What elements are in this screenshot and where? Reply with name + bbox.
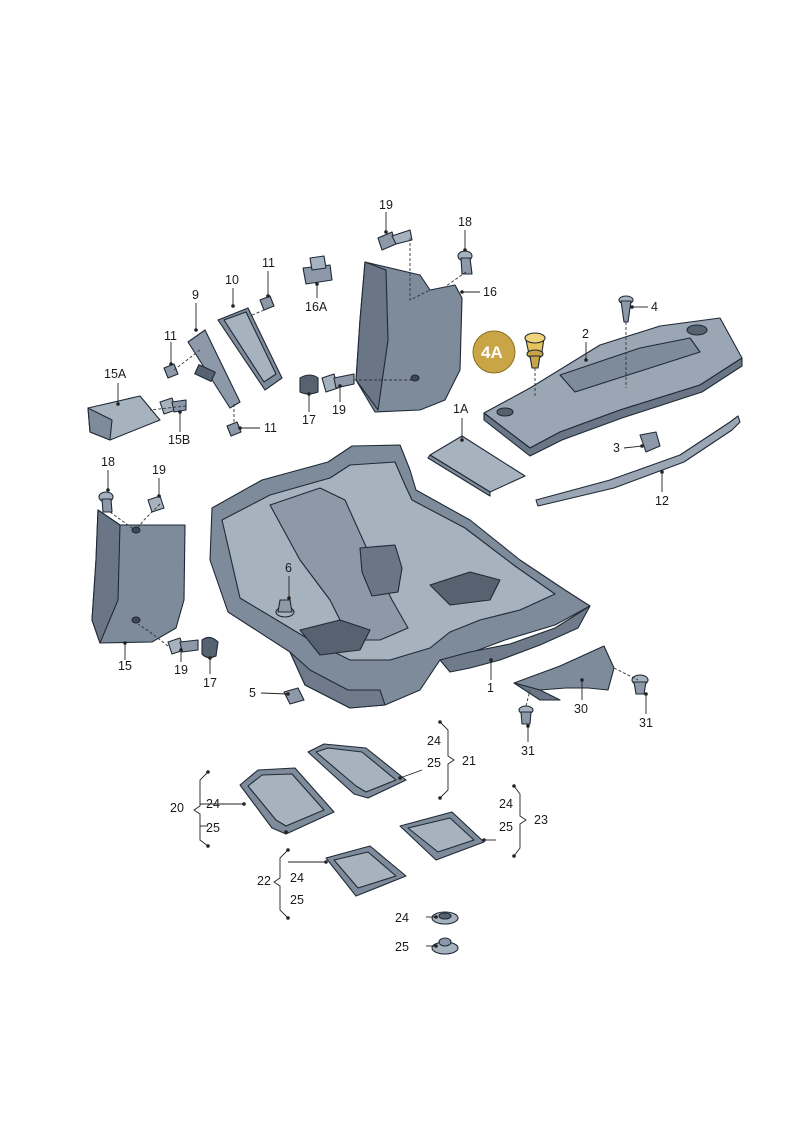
- clip-5-part: [283, 687, 305, 705]
- callout-1a[interactable]: 1A: [453, 402, 469, 416]
- callout-20[interactable]: 20: [170, 801, 184, 815]
- bracket-15a-part: [87, 395, 161, 441]
- pillar-trim-16-part: [355, 261, 463, 413]
- callout-18-top[interactable]: 18: [458, 215, 472, 229]
- fastener-25-part: [431, 937, 459, 955]
- clip-4a-part: [524, 332, 546, 369]
- nut-11-a-part: [259, 295, 275, 311]
- callout-25-mat20[interactable]: 25: [206, 821, 220, 835]
- clip-3-part: [639, 431, 661, 453]
- mat-group-brackets: [193, 720, 527, 920]
- clip-31-left-part: [518, 705, 534, 725]
- plug-6-part: [275, 599, 295, 618]
- floor-insert-part: [427, 435, 526, 497]
- clip-16a-part: [302, 255, 333, 285]
- bracket-9-part: [187, 329, 241, 409]
- nut-11-c-part: [226, 421, 242, 437]
- trim-strip-12-part: [535, 415, 741, 507]
- callout-22[interactable]: 22: [257, 874, 271, 888]
- callout-21[interactable]: 21: [462, 754, 476, 768]
- fastener-24-part: [431, 911, 459, 925]
- pillar-trim-15-part: [91, 509, 186, 644]
- clip-31-right-part: [631, 674, 649, 695]
- callout-11-top[interactable]: 11: [262, 256, 275, 270]
- screw-19-left-part: [147, 495, 165, 513]
- cap-17-lower-part: [201, 636, 219, 659]
- callout-16[interactable]: 16: [483, 285, 497, 299]
- callout-30[interactable]: 30: [574, 702, 588, 716]
- callout-24-mat20[interactable]: 24: [206, 797, 220, 811]
- screw-18-top-part: [457, 250, 473, 275]
- floor-mat-21-part: [307, 743, 407, 799]
- screw-18-left-part: [98, 491, 114, 513]
- nut-11-b-part: [163, 363, 179, 379]
- callout-15[interactable]: 15: [118, 659, 132, 673]
- callout-25-mat23[interactable]: 25: [499, 820, 513, 834]
- callout-9[interactable]: 9: [192, 288, 199, 302]
- wheel-arch-trim-30-part: [513, 645, 615, 701]
- callout-31-right[interactable]: 31: [639, 716, 653, 730]
- floor-carpet-part: [209, 444, 591, 709]
- callout-17-top[interactable]: 17: [302, 413, 316, 427]
- callout-24-mat23[interactable]: 24: [499, 797, 513, 811]
- callout-2[interactable]: 2: [582, 327, 589, 341]
- callout-25-mat21[interactable]: 25: [427, 756, 441, 770]
- callout-19-left[interactable]: 19: [152, 463, 166, 477]
- highlight-badge-4a[interactable]: [472, 330, 516, 374]
- callout-12[interactable]: 12: [655, 494, 669, 508]
- panel-10-part: [217, 307, 283, 391]
- callout-19-bottom[interactable]: 19: [174, 663, 188, 677]
- screw-15b-part: [159, 397, 187, 415]
- cap-17-part: [299, 374, 319, 395]
- callout-1[interactable]: 1: [487, 681, 494, 695]
- callout-3[interactable]: 3: [613, 441, 620, 455]
- callout-11-left[interactable]: 11: [164, 329, 177, 343]
- callout-10[interactable]: 10: [225, 273, 239, 287]
- callout-19-mid[interactable]: 19: [332, 403, 346, 417]
- callout-5[interactable]: 5: [249, 686, 256, 700]
- leader-lines: [106, 212, 664, 948]
- callout-16a[interactable]: 16A: [305, 300, 328, 314]
- callout-17-bottom[interactable]: 17: [203, 676, 217, 690]
- callout-15b[interactable]: 15B: [168, 433, 190, 447]
- callout-23[interactable]: 23: [534, 813, 548, 827]
- callout-11-bottom[interactable]: 11: [264, 421, 277, 435]
- callout-24-mat22[interactable]: 24: [290, 871, 304, 885]
- callout-24-mat21[interactable]: 24: [427, 734, 441, 748]
- assembly-dashed-lines: [109, 238, 639, 707]
- callout-18-left[interactable]: 18: [101, 455, 115, 469]
- callout-15a[interactable]: 15A: [104, 367, 127, 381]
- callout-6[interactable]: 6: [285, 561, 292, 575]
- callout-19-top[interactable]: 19: [379, 198, 393, 212]
- callout-25-fastener[interactable]: 25: [395, 940, 409, 954]
- floor-mat-23-part: [399, 811, 485, 861]
- callout-24-fastener[interactable]: 24: [395, 911, 409, 925]
- floor-mat-22-part: [325, 845, 407, 897]
- screw-19-lower-part: [167, 637, 199, 655]
- screw-19-mid-part: [321, 373, 355, 393]
- floor-mat-20-part: [239, 767, 335, 835]
- callout-4a[interactable]: 4A: [481, 343, 503, 362]
- callout-labels: 1 1A 2 3 4 4A 5 6 9 10 11 11 11 12 15 15…: [101, 198, 669, 954]
- screw-19-top-part: [377, 229, 413, 251]
- callout-4[interactable]: 4: [651, 300, 658, 314]
- callout-31-left[interactable]: 31: [521, 744, 535, 758]
- clip-4-part: [618, 295, 634, 323]
- callout-25-mat22[interactable]: 25: [290, 893, 304, 907]
- rear-shelf-part: [483, 317, 743, 457]
